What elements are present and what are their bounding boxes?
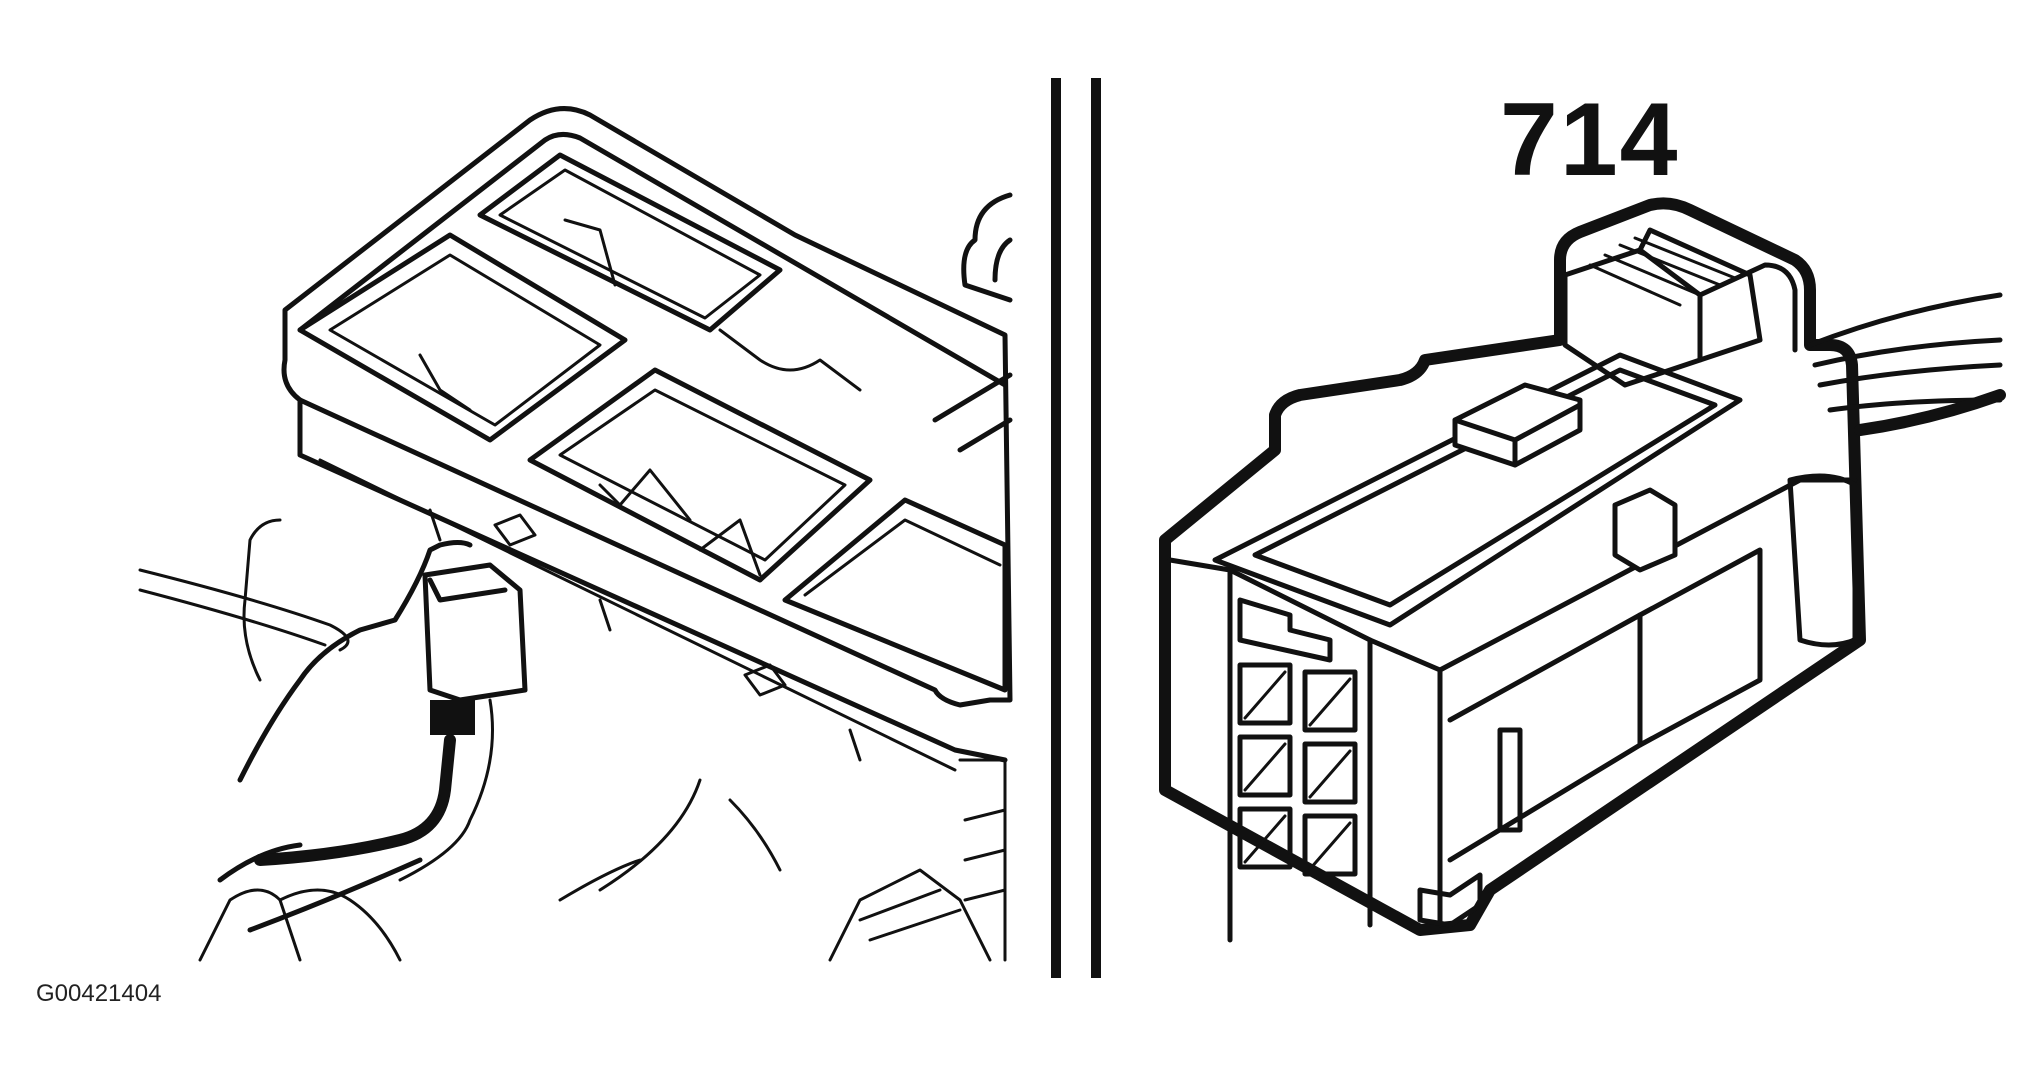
connector-714-illustration	[1159, 197, 2006, 943]
figure-id-label: G00421404	[36, 980, 162, 1007]
terminal-cavity-grid	[1237, 662, 1358, 877]
connector-number-label: 714	[1500, 82, 1680, 198]
panel-divider	[1051, 78, 1101, 978]
left-panel-illustration	[138, 106, 1013, 962]
